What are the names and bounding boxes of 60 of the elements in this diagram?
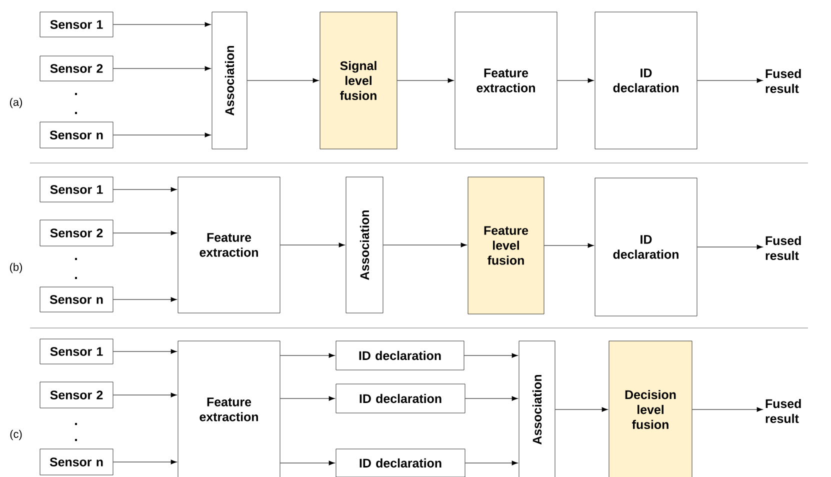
process-box: Feature extraction bbox=[178, 340, 280, 477]
dot: . bbox=[75, 422, 77, 426]
arrow bbox=[544, 243, 594, 248]
arrow bbox=[112, 230, 177, 236]
process-box: Sensor 1 bbox=[40, 338, 114, 364]
arrow bbox=[112, 297, 177, 302]
dot: . bbox=[75, 438, 77, 442]
dot: . bbox=[75, 258, 77, 260]
process-box: ID declaration bbox=[594, 12, 698, 150]
arrow bbox=[464, 396, 518, 401]
arrow bbox=[112, 66, 211, 71]
arrow bbox=[464, 353, 518, 358]
process-box: Sensor 2 bbox=[40, 382, 114, 408]
fusion-box: Signal level fusion bbox=[320, 12, 398, 150]
arrow bbox=[280, 460, 335, 466]
process-box: Feature extraction bbox=[454, 12, 558, 150]
arrow bbox=[112, 132, 211, 138]
output-label: Fused result bbox=[766, 236, 801, 260]
arrow bbox=[696, 78, 763, 83]
arrow bbox=[112, 460, 177, 464]
arrow bbox=[696, 244, 763, 250]
arrow bbox=[112, 187, 177, 192]
panel-label: (a) bbox=[10, 98, 22, 108]
association-box: Association bbox=[346, 176, 384, 314]
arrow bbox=[692, 407, 763, 412]
process-box: Sensor 2 bbox=[40, 220, 114, 246]
process-box: Sensor 1 bbox=[40, 176, 114, 202]
process-box: Sensor n bbox=[40, 122, 114, 148]
arrow bbox=[280, 242, 345, 248]
process-box: Sensor 1 bbox=[40, 12, 114, 38]
arrow bbox=[112, 349, 177, 354]
output-label: Fused result bbox=[766, 68, 801, 94]
arrow bbox=[112, 22, 211, 27]
arrow bbox=[112, 392, 177, 398]
arrow bbox=[280, 353, 335, 358]
arrow bbox=[382, 242, 467, 248]
association-box: Association bbox=[212, 12, 248, 150]
arrow bbox=[464, 460, 518, 466]
arrow bbox=[556, 78, 594, 83]
dot: . bbox=[75, 92, 77, 96]
process-box: ID declaration bbox=[594, 178, 698, 316]
arrow bbox=[246, 78, 319, 83]
panel-label: (b) bbox=[10, 262, 22, 274]
arrow bbox=[280, 396, 335, 401]
process-box: ID declaration bbox=[336, 384, 466, 414]
association-box: Association bbox=[518, 340, 556, 477]
panel-label: (c) bbox=[10, 430, 22, 440]
arrow bbox=[554, 407, 608, 412]
process-box: ID declaration bbox=[336, 448, 466, 477]
process-box: ID declaration bbox=[336, 340, 464, 370]
dot: . bbox=[75, 276, 77, 280]
fusion-box: Feature level fusion bbox=[468, 176, 544, 314]
arrow bbox=[396, 78, 454, 83]
process-box: Sensor n bbox=[40, 448, 114, 476]
dot: . bbox=[75, 112, 77, 114]
process-box: Sensor 2 bbox=[40, 56, 114, 82]
process-box: Feature extraction bbox=[178, 176, 280, 314]
process-box: Sensor n bbox=[40, 286, 114, 312]
output-label: Fused result bbox=[766, 398, 801, 424]
fusion-box: Decision level fusion bbox=[608, 340, 692, 477]
